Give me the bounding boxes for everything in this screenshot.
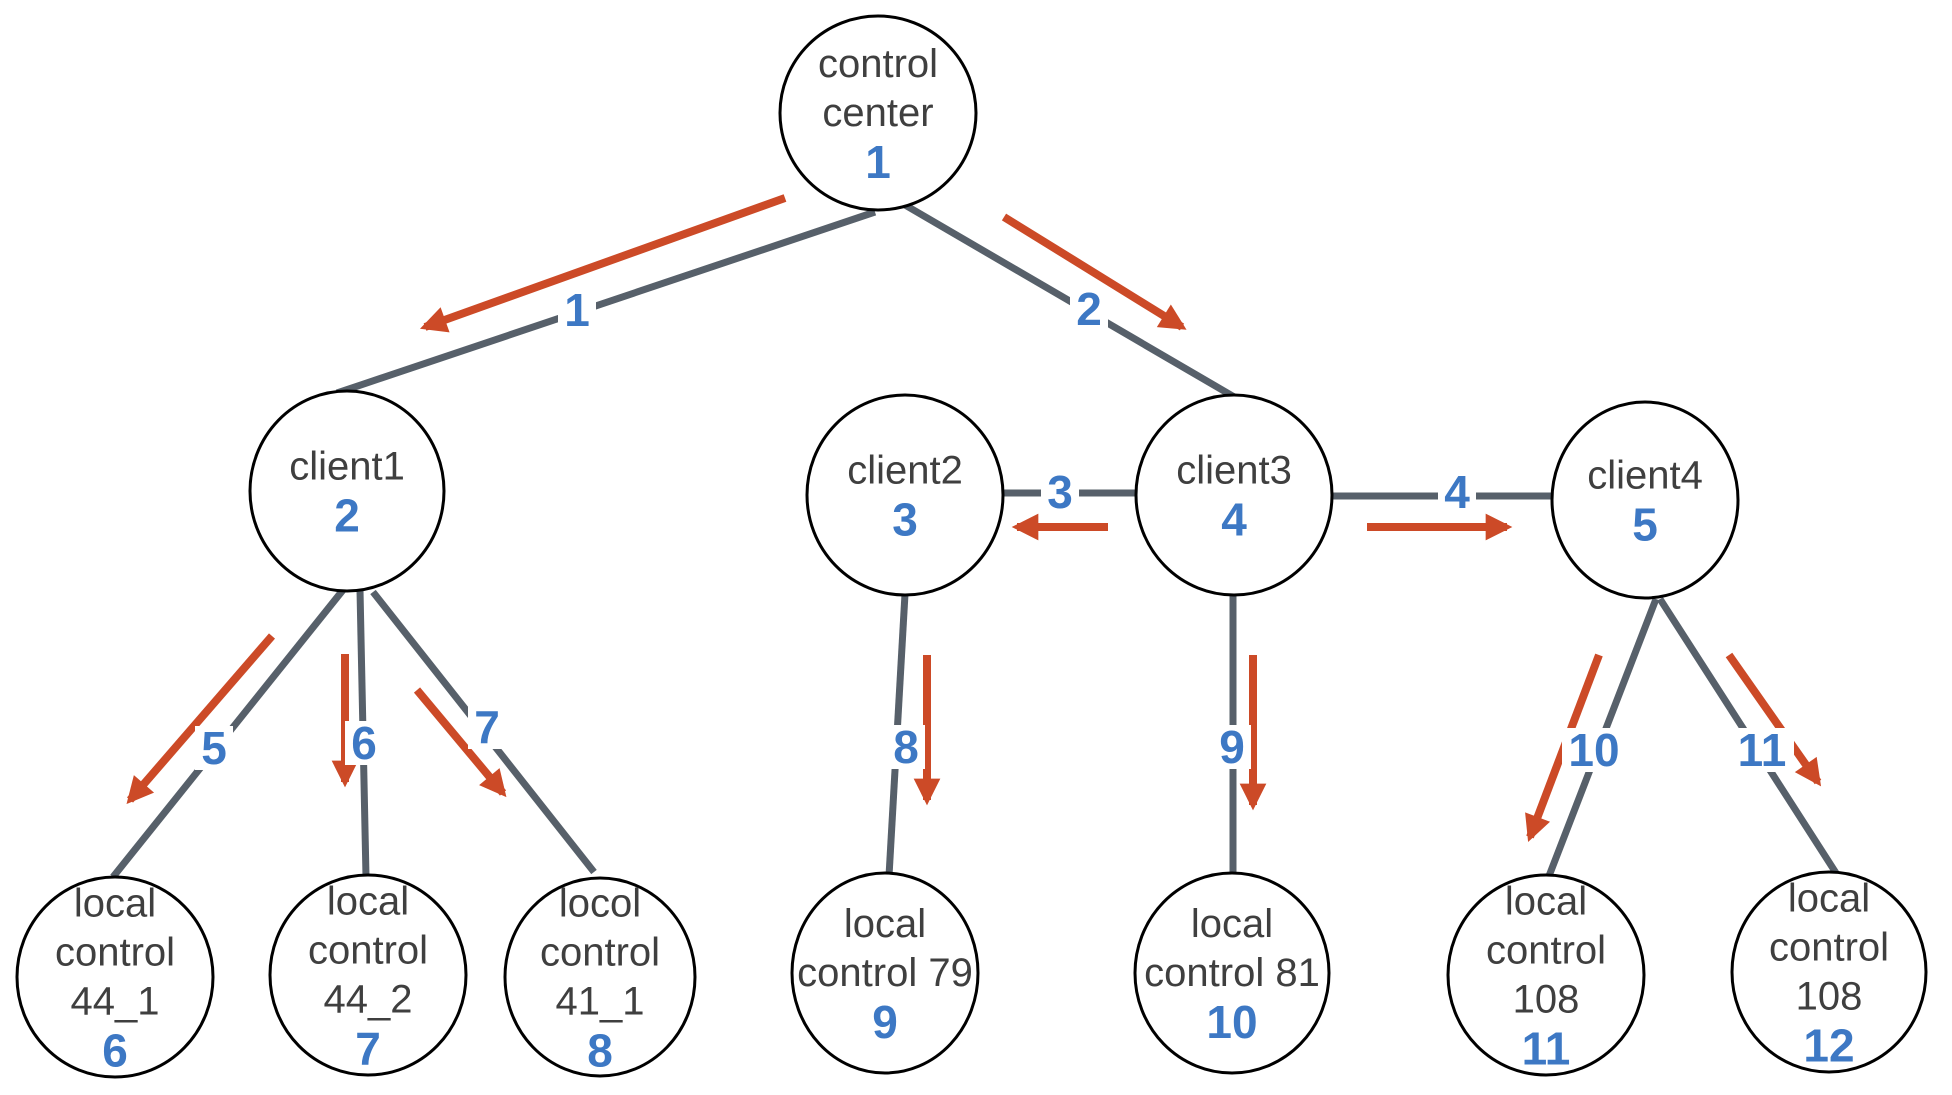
node-number-client3: 4: [1221, 494, 1247, 546]
node-label-client2: client2: [847, 449, 963, 493]
node-number-local-control-108-a: 11: [1522, 1023, 1571, 1075]
node-circle-locol-control-41-1: [503, 876, 697, 1078]
edge-label-bg-7: [468, 705, 506, 749]
node-circle-local-control-108-a: [1446, 873, 1646, 1077]
edge-label-bg-3: [1041, 470, 1079, 514]
node-circle-client3: [1134, 393, 1334, 597]
node-label-local-control-108-a: local: [1505, 880, 1587, 924]
node-label-control-center: control: [818, 42, 938, 86]
node-number-local-control-79: 9: [872, 996, 898, 1048]
edge-label-bg-8: [887, 725, 925, 769]
edge-line-control-center-client1: [335, 208, 877, 397]
node-number-local-control-108-b: 12: [1803, 1020, 1854, 1072]
edge-label-1: 1: [564, 284, 590, 336]
node-label-local-control-108-b: local: [1788, 877, 1870, 921]
edge-label-bg-4: [1438, 470, 1476, 514]
edge-label-bg-11: [1730, 728, 1794, 772]
edge-label-bg-5: [195, 726, 233, 770]
edge-label-11: 11: [1738, 724, 1787, 776]
edge-label-4: 4: [1444, 466, 1470, 518]
node-label-local-control-108-b: control: [1769, 926, 1889, 970]
node-label-local-control-79: control 79: [797, 951, 973, 995]
node-number-local-control-81: 10: [1206, 996, 1257, 1048]
node-label-locol-control-41-1: control: [540, 931, 660, 975]
edge-label-7: 7: [474, 701, 500, 753]
edge-label-3: 3: [1047, 466, 1073, 518]
node-label-local-control-44-1: control: [55, 931, 175, 975]
flow-arrow-11: [1725, 652, 1822, 787]
node-circle-control-center: [778, 14, 978, 212]
node-label-client3: client3: [1176, 449, 1292, 493]
node-label-control-center: center: [822, 91, 933, 135]
node-label-local-control-81: local: [1191, 902, 1273, 946]
node-label-local-control-44-2: control: [308, 929, 428, 973]
edge-label-bg-2: [1070, 287, 1108, 331]
node-circle-local-control-108-b: [1730, 870, 1928, 1074]
node-number-locol-control-41-1: 8: [587, 1025, 613, 1077]
node-label-local-control-44-2: 44_2: [324, 978, 413, 1022]
node-number-local-control-44-1: 6: [102, 1025, 128, 1077]
node-circle-client4: [1550, 400, 1740, 600]
node-label-local-control-79: local: [844, 902, 926, 946]
node-label-local-control-81: control 81: [1144, 951, 1320, 995]
node-label-locol-control-41-1: locol: [559, 882, 641, 926]
edge-label-8: 8: [893, 721, 919, 773]
edge-label-2: 2: [1076, 283, 1102, 335]
flow-arrow-7: [413, 687, 507, 798]
node-number-client1: 2: [334, 490, 360, 542]
node-number-local-control-44-2: 7: [355, 1023, 381, 1075]
node-circle-local-control-44-1: [15, 875, 215, 1079]
node-circle-client1: [248, 389, 446, 593]
edge-label-bg-10: [1562, 728, 1626, 772]
node-circle-client2: [805, 393, 1005, 597]
node-number-client4: 5: [1632, 499, 1658, 551]
node-label-client1: client1: [289, 445, 405, 489]
node-label-local-control-44-2: local: [327, 880, 409, 924]
edge-label-9: 9: [1219, 721, 1245, 773]
flow-arrow-5: [126, 633, 276, 805]
node-number-control-center: 1: [865, 136, 891, 188]
node-label-locol-control-41-1: 41_1: [556, 980, 645, 1024]
node-label-client4: client4: [1587, 454, 1703, 498]
edge-label-5: 5: [201, 722, 227, 774]
node-label-local-control-44-1: 44_1: [71, 980, 160, 1024]
edge-label-bg-9: [1213, 725, 1251, 769]
flow-arrow-2: [1001, 213, 1187, 331]
node-circle-local-control-81: [1133, 871, 1331, 1075]
node-label-local-control-108-a: 108: [1513, 978, 1580, 1022]
node-number-client2: 3: [892, 494, 918, 546]
node-circle-local-control-79: [790, 871, 980, 1075]
edge-label-bg-6: [345, 721, 383, 765]
node-label-local-control-108-a: control: [1486, 929, 1606, 973]
edge-label-6: 6: [351, 717, 377, 769]
edge-label-10: 10: [1568, 724, 1619, 776]
node-label-local-control-44-1: local: [74, 882, 156, 926]
flow-arrow-1: [419, 194, 787, 333]
node-label-local-control-108-b: 108: [1796, 975, 1863, 1019]
edge-label-bg-1: [558, 288, 596, 332]
node-circle-local-control-44-2: [268, 873, 468, 1077]
